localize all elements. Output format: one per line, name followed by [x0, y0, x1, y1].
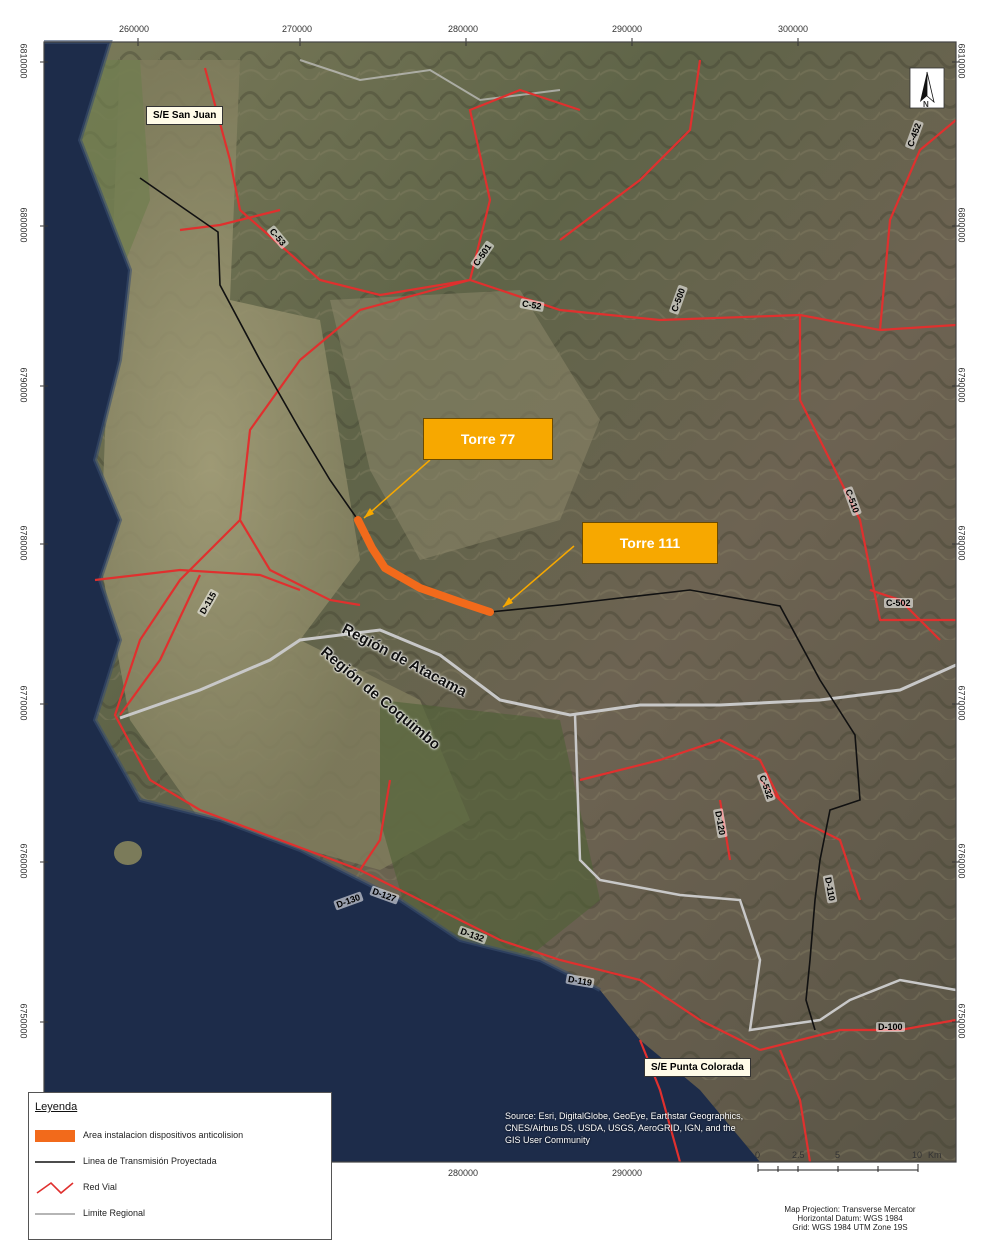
map-border	[43, 41, 957, 1163]
y-tick-label-right: 6750000	[956, 1003, 967, 1039]
ocean	[44, 42, 760, 1162]
transmission-line-north	[139, 177, 359, 521]
regional-limit-south	[573, 714, 957, 1032]
scale-tick-label: 10	[912, 1150, 923, 1160]
north-arrow-letter: N	[923, 100, 929, 109]
x-tick-label: 300000	[778, 24, 809, 34]
gray-line-symbol-icon	[35, 1213, 75, 1215]
y-tick-label-left: 6770000	[18, 685, 29, 721]
x-tick-label: 270000	[282, 24, 313, 34]
projection-line: Grid: WGS 1984 UTM Zone 19S	[792, 1223, 908, 1232]
y-tick-label-right: 6810000	[956, 43, 967, 79]
legend-title: Leyenda	[35, 1101, 78, 1113]
y-tick-label-right: 6790000	[956, 367, 967, 403]
legend-item-label: Area instalacion dispositivos anticolisi…	[83, 1130, 244, 1140]
x-tick-label-bottom: 290000	[612, 1168, 643, 1178]
scale-tick-label: 2.5	[792, 1150, 805, 1160]
y-tick-label-left: 6800000	[18, 207, 29, 243]
anticollision-install-area	[354, 516, 494, 616]
y-tick-label-left: 6750000	[18, 1003, 29, 1039]
road-label: C-502	[884, 598, 913, 608]
source-attribution: Source: Esri, DigitalGlobe, GeoEye, Eart…	[505, 1111, 744, 1145]
legend-item: Area instalacion dispositivos anticolisi…	[35, 1127, 325, 1147]
orange-fill-symbol-icon	[35, 1130, 75, 1142]
y-tick-label-right: 6780000	[956, 525, 967, 561]
legend-item-label: Limite Regional	[83, 1208, 146, 1218]
legend-item-label: Red Vial	[83, 1182, 117, 1192]
x-tick-label-bottom: 280000	[448, 1168, 479, 1178]
scale-tick-label: 5	[835, 1150, 841, 1160]
y-tick-label-right: 6800000	[956, 207, 967, 243]
projection-info: Map Projection: Transverse Mercator Hori…	[735, 1205, 965, 1232]
projection-line: Map Projection: Transverse Mercator	[784, 1205, 916, 1214]
north-arrow-icon	[909, 67, 945, 109]
torre111-callout[interactable]: Torre 111	[582, 522, 718, 564]
station-san-juan[interactable]: S/E San Juan	[146, 106, 224, 125]
y-tick-label-left: 6790000	[18, 367, 29, 403]
legend-item-label: Linea de Transmisión Proyectada	[83, 1156, 217, 1166]
x-tick-label: 280000	[448, 24, 479, 34]
legend-item: Red Vial	[35, 1179, 325, 1199]
scale-bar-graphic	[757, 1164, 919, 1172]
small-island	[114, 841, 142, 865]
black-line-symbol-icon	[35, 1161, 75, 1163]
torre111-pointer	[502, 545, 575, 608]
scale-tick-label: 0	[755, 1150, 761, 1160]
transmission-line-south	[489, 589, 861, 1031]
x-tick-label: 260000	[119, 24, 150, 34]
coastal-plain	[100, 60, 470, 870]
road-label: D-100	[876, 1022, 905, 1032]
y-tick-label-right: 6760000	[956, 843, 967, 879]
legend: Leyenda Area instalacion dispositivos an…	[28, 1092, 332, 1240]
regional-limit-north	[299, 59, 561, 102]
scale-bar: 0 2.5 5 10 Km	[748, 1140, 948, 1180]
torre77-callout[interactable]: Torre 77	[423, 418, 553, 460]
y-tick-label-left: 6760000	[18, 843, 29, 879]
coastline	[44, 40, 601, 992]
torre77-pointer	[363, 459, 431, 519]
scale-unit: Km	[928, 1150, 942, 1160]
vegetation-central	[380, 700, 600, 980]
y-tick-label-right: 6770000	[956, 685, 967, 721]
projection-line: Horizontal Datum: WGS 1984	[797, 1214, 903, 1223]
legend-item: Limite Regional	[35, 1205, 325, 1225]
y-tick-label-left: 6810000	[18, 43, 29, 79]
regional-limit-line	[119, 628, 957, 720]
torre111-arrowhead	[503, 597, 513, 607]
station-punta-colorada[interactable]: S/E Punta Colorada	[644, 1058, 751, 1077]
torre77-arrowhead	[364, 508, 374, 518]
legend-item: Linea de Transmisión Proyectada	[35, 1153, 325, 1173]
y-tick-label-left: 6780000	[18, 525, 29, 561]
x-tick-label: 290000	[612, 24, 643, 34]
red-road-symbol-icon	[36, 1181, 74, 1195]
